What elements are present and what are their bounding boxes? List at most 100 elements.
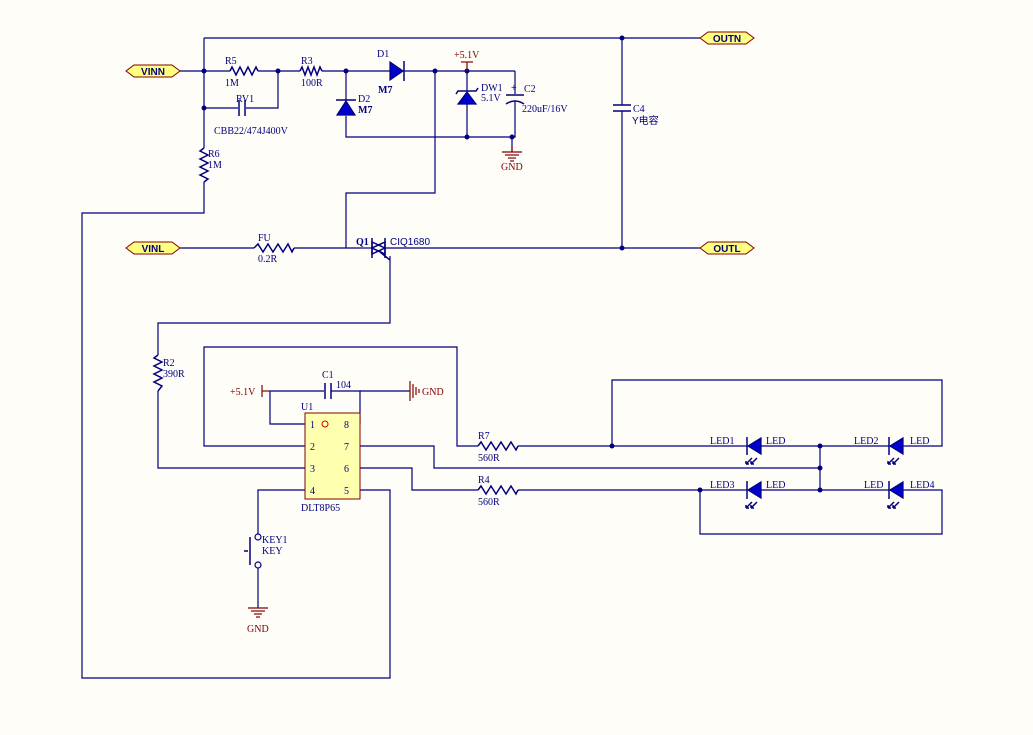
u1-pin-1: 1 bbox=[310, 420, 315, 431]
junction bbox=[275, 68, 281, 74]
power-vcc-c1: +5.1V bbox=[230, 385, 270, 398]
junction bbox=[619, 35, 625, 41]
r7-value: 560R bbox=[478, 453, 500, 464]
rv1-ref: RV1 bbox=[236, 94, 254, 105]
wire bbox=[360, 445, 820, 469]
rv1-value: CBB22/474J400V bbox=[214, 126, 289, 137]
resistor-r7: R7 560R bbox=[477, 431, 519, 464]
r2-value: 390R bbox=[163, 369, 185, 380]
dw1-ref: DW1 bbox=[481, 83, 503, 94]
fuse-fu: FU 0.2R bbox=[253, 233, 295, 265]
capacitor-rv1: RV1 CBB22/474J400V bbox=[214, 94, 289, 137]
junction bbox=[619, 245, 625, 251]
triac-q1: Q1 CIQ1680 bbox=[356, 237, 430, 261]
port-vinl: VINL bbox=[125, 241, 181, 255]
wire bbox=[269, 390, 324, 425]
junction bbox=[817, 465, 823, 471]
wire bbox=[611, 379, 943, 447]
gnd-c2-label: GND bbox=[501, 162, 523, 173]
junction bbox=[201, 105, 207, 111]
wire bbox=[246, 71, 279, 109]
junction bbox=[201, 68, 207, 74]
led2-value: LED bbox=[910, 436, 929, 447]
q1-value: CIQ1680 bbox=[390, 237, 430, 248]
u1-pin-5: 5 bbox=[344, 486, 349, 497]
c2-ref: C2 bbox=[524, 84, 536, 95]
wire bbox=[157, 256, 391, 355]
led3-ref: LED3 bbox=[710, 480, 734, 491]
c1-ref: C1 bbox=[322, 370, 334, 381]
led1-ref: LED1 bbox=[710, 436, 734, 447]
junction bbox=[817, 443, 823, 449]
q1-ref: Q1 bbox=[356, 237, 369, 248]
c4-ref: C4 bbox=[633, 104, 645, 115]
r7-ref: R7 bbox=[478, 431, 490, 442]
power-vcc-top: +5.1V bbox=[454, 50, 480, 71]
gnd-c1-label: GND bbox=[422, 387, 444, 398]
wire bbox=[345, 71, 436, 248]
port-vinl-label: VINL bbox=[142, 244, 165, 255]
r4-ref: R4 bbox=[478, 475, 490, 486]
wires bbox=[81, 37, 943, 679]
junction bbox=[432, 68, 438, 74]
wire bbox=[699, 489, 943, 535]
d1-ref: D1 bbox=[377, 49, 389, 60]
wire bbox=[257, 489, 305, 534]
junction bbox=[509, 134, 515, 140]
led2-ref: LED2 bbox=[854, 436, 878, 447]
resistor-r5: R5 1M bbox=[225, 56, 259, 89]
u1-pin-4: 4 bbox=[310, 486, 315, 497]
port-vinn-label: VINN bbox=[141, 67, 165, 78]
port-outn-label: OUTN bbox=[713, 34, 741, 45]
c4-value: Y电容 bbox=[632, 114, 659, 127]
wire bbox=[203, 71, 238, 109]
junction bbox=[464, 134, 470, 140]
led4-ref: LED4 bbox=[910, 480, 934, 491]
resistor-r2: R2 390R bbox=[152, 354, 185, 392]
u1-pin-2: 2 bbox=[310, 442, 315, 453]
r6-ref: R6 bbox=[208, 149, 220, 160]
r2-ref: R2 bbox=[163, 358, 175, 369]
junction bbox=[343, 68, 349, 74]
junction bbox=[817, 487, 823, 493]
resistor-r4: R4 560R bbox=[477, 475, 519, 508]
r5-value: 1M bbox=[225, 78, 239, 89]
led-led3: LED3 LED bbox=[710, 480, 785, 509]
key1-value: KEY bbox=[262, 546, 283, 557]
fu-ref: FU bbox=[258, 233, 272, 244]
gnd-key-label: GND bbox=[247, 624, 269, 635]
vcc-top-label: +5.1V bbox=[454, 50, 480, 61]
switch-key1: KEY1 KEY bbox=[244, 533, 288, 569]
led4-value: LED bbox=[864, 480, 883, 491]
u1-ref: U1 bbox=[301, 402, 313, 413]
led-led1: LED1 LED bbox=[710, 436, 785, 465]
d2-value: M7 bbox=[358, 105, 372, 116]
u1-pin-7: 7 bbox=[344, 442, 349, 453]
port-vinn: VINN bbox=[125, 64, 181, 78]
d1-value: M7 bbox=[378, 85, 392, 96]
r3-value: 100R bbox=[301, 78, 323, 89]
vcc-c1-label: +5.1V bbox=[230, 387, 256, 398]
resistor-r3: R3 100R bbox=[299, 56, 323, 89]
led1-value: LED bbox=[766, 436, 785, 447]
ground-c2: GND bbox=[501, 146, 523, 173]
ground-key: GND bbox=[247, 607, 269, 635]
dw1-value: 5.1V bbox=[481, 93, 502, 104]
wire bbox=[203, 346, 478, 447]
diode-d2: D2 M7 bbox=[335, 94, 372, 116]
junction bbox=[609, 443, 615, 449]
capacitor-c2: + C2 220uF/16V bbox=[505, 83, 568, 115]
port-outn: OUTN bbox=[699, 31, 755, 45]
ground-c1: GND bbox=[360, 381, 444, 401]
wire bbox=[360, 467, 478, 491]
junction bbox=[697, 487, 703, 493]
led-led2: LED2 LED bbox=[854, 436, 929, 465]
r5-ref: R5 bbox=[225, 56, 237, 67]
u1-value: DLT8P65 bbox=[301, 503, 340, 514]
led-led4: LED LED4 bbox=[864, 480, 934, 509]
capacitor-c1: C1 104 bbox=[322, 370, 351, 399]
port-outl-label: OUTL bbox=[713, 244, 740, 255]
led3-value: LED bbox=[766, 480, 785, 491]
diode-d1: D1 M7 bbox=[377, 49, 405, 96]
resistor-r6: R6 1M bbox=[198, 147, 222, 183]
